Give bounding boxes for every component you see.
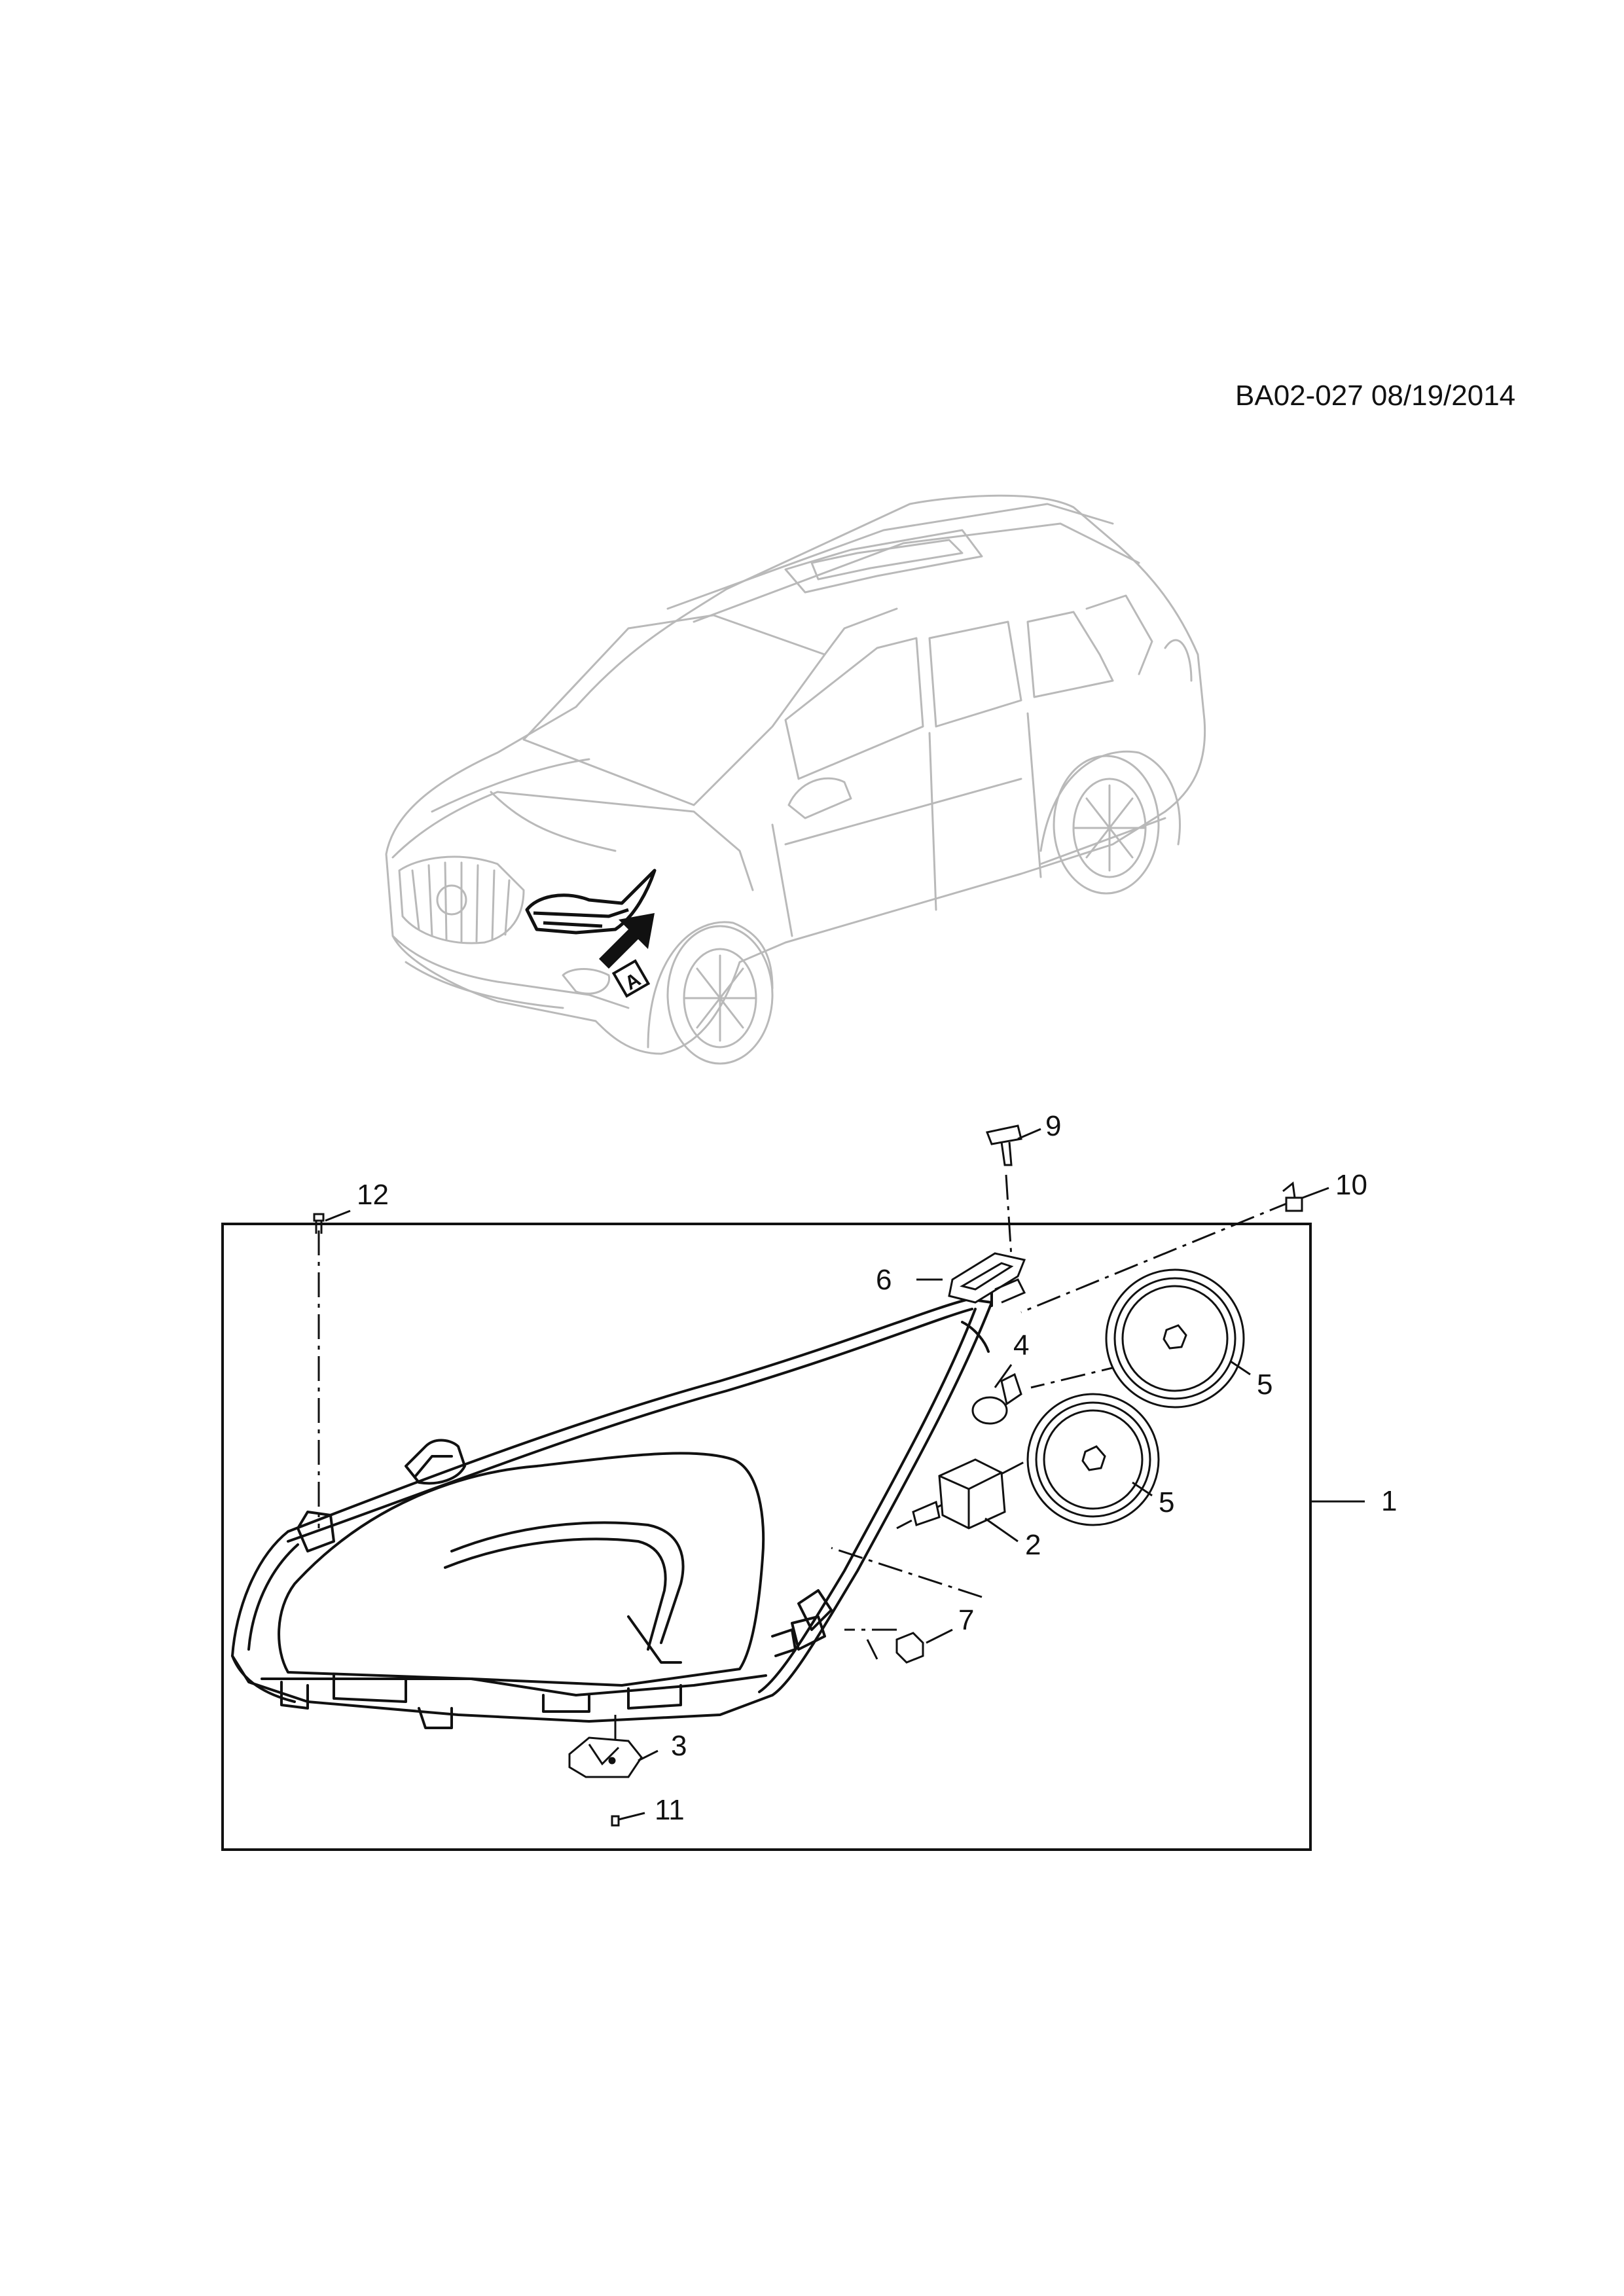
part-cap-5-upper (1105, 1268, 1245, 1408)
callout-9: 9 (1045, 1110, 1061, 1142)
callout-11: 11 (655, 1794, 685, 1826)
part-adjuster-3 (568, 1736, 643, 1778)
diagram-reference: BA02-027 08/19/2014 (1235, 380, 1516, 412)
part-cap-5-lower (1026, 1393, 1160, 1526)
vehicle-illustration (385, 494, 1206, 1065)
part-nut-10 (1282, 1181, 1303, 1212)
callout-6: 6 (876, 1264, 892, 1296)
part-bulb-4 (971, 1372, 1022, 1425)
callout-3: 3 (671, 1730, 687, 1762)
callout-4: 4 (1013, 1329, 1029, 1361)
callout-1: 1 (1381, 1485, 1397, 1517)
callout-12: 12 (357, 1179, 389, 1211)
callout-5-upper: 5 (1257, 1369, 1272, 1401)
view-arrow (599, 913, 655, 998)
assembly-frame (221, 1223, 1312, 1851)
part-screw-12 (313, 1213, 325, 1234)
part-clip-9 (985, 1124, 1022, 1166)
callout-5-lower: 5 (1159, 1486, 1174, 1518)
part-pin-11 (611, 1815, 620, 1827)
callout-2: 2 (1025, 1529, 1041, 1561)
callout-7: 7 (958, 1604, 974, 1636)
headlamp-assembly (231, 1282, 993, 1729)
part-connector-7 (895, 1632, 924, 1664)
vehicle-headlamp-highlight (525, 869, 657, 935)
callout-10: 10 (1335, 1169, 1367, 1201)
callout-leaders (325, 1128, 1365, 1821)
part-hid-bulb-2 (912, 1458, 1006, 1530)
part-bracket-6 (948, 1252, 1026, 1304)
